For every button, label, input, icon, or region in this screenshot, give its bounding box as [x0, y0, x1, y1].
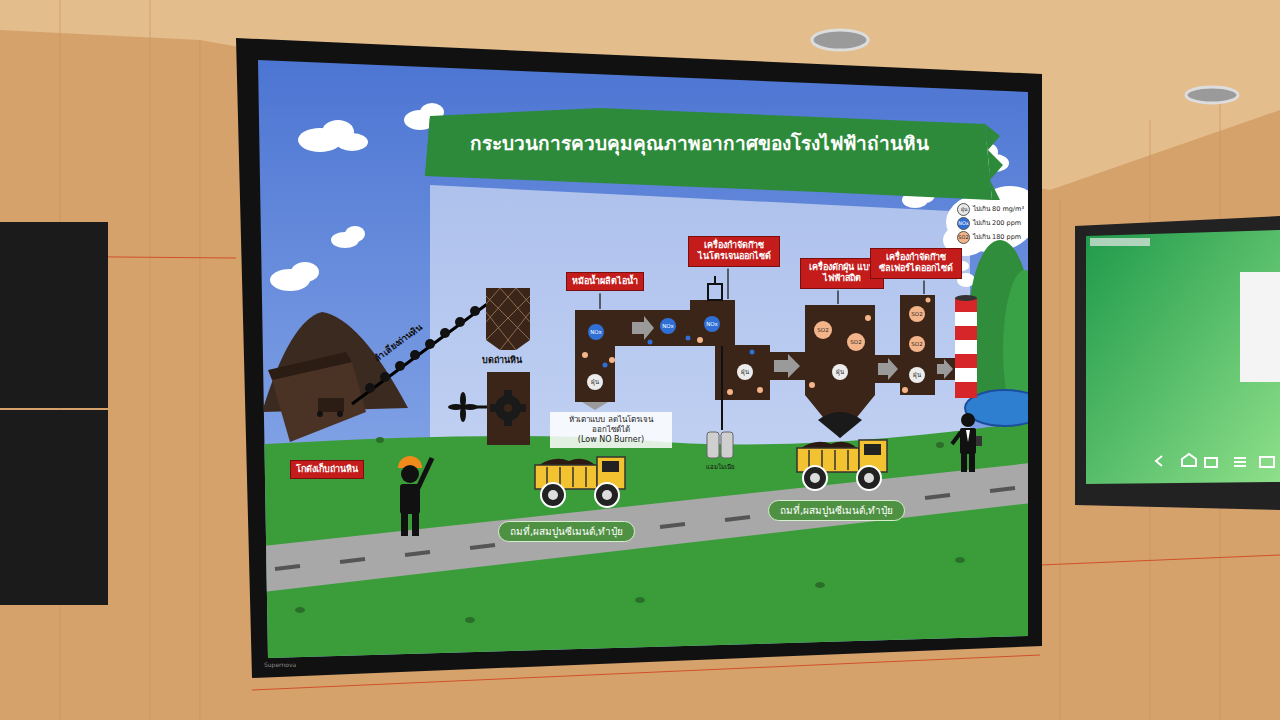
particle-label: NOx	[662, 323, 674, 329]
node-text: (Low NO Burner)	[556, 435, 666, 445]
particle-label: SO2	[850, 339, 861, 345]
node-text: เครื่องกำจัดก๊าซ ซัลเฟอร์ไดออกไซด์	[876, 252, 956, 275]
particle-label: ฝุ่น	[741, 369, 749, 376]
legend-row: ฝุ่น ไม่เกิน 80 mg/m³	[957, 202, 1024, 216]
node-text: เครื่องกำจัดก๊าซ ไนโตรเจนออกไซด์	[694, 240, 774, 263]
node-text: เครื่องดักฝุ่น แบบไฟฟ้าสถิต	[806, 262, 878, 285]
node-text: หัวเตาแบบ ลดไนโตรเจนออกไซด์ได้	[556, 415, 666, 435]
particle-label: NOx	[706, 321, 718, 327]
node-text: ถมที่,ผสมปูนซีเมนต์,ทำปุ๋ย	[510, 525, 623, 538]
callout-box: หม้อน้ำผลิตไอน้ำ	[566, 272, 644, 291]
legend-swatch: NOx	[957, 217, 970, 230]
part-label: บดถ่านหิน	[482, 355, 522, 365]
use-pill: ถมที่,ผสมปูนซีเมนต์,ทำปุ๋ย	[498, 521, 635, 542]
burner-note: หัวเตาแบบ ลดไนโตรเจนออกไซด์ได้(Low NO Bu…	[550, 412, 672, 448]
callout-box: โกดังเก็บถ่านหิน	[290, 460, 364, 479]
legend-row: SO2 ไม่เกิน 180 ppm	[957, 230, 1024, 244]
particle-label: ฝุ่น	[836, 369, 844, 376]
leader-line	[599, 293, 600, 309]
brand-label: Supernova	[264, 662, 296, 669]
node-text: ถมที่,ผสมปูนซีเมนต์,ทำปุ๋ย	[780, 504, 893, 517]
swatch-label: NOx	[958, 220, 969, 226]
legend-row: NOx ไม่เกิน 200 ppm	[957, 216, 1024, 230]
node-text: โกดังเก็บถ่านหิน	[296, 464, 358, 475]
particle-label: ฝุ่น	[591, 379, 599, 386]
callout-box: เครื่องกำจัดก๊าซ ซัลเฟอร์ไดออกไซด์	[870, 248, 962, 279]
node-text: หม้อน้ำผลิตไอน้ำ	[572, 276, 638, 287]
leader-line	[923, 281, 924, 295]
legend-text: ไม่เกิน 200 ppm	[973, 218, 1021, 228]
particle-label: SO2	[911, 311, 922, 317]
leader-line	[837, 291, 838, 305]
legend-swatch: ฝุ่น	[957, 203, 970, 216]
title-text: กระบวนการควบคุมคุณภาพอากาศของโรงไฟฟ้าถ่า…	[470, 132, 929, 155]
swatch-label: ฝุ่น	[961, 205, 967, 213]
particle-label: SO2	[817, 327, 828, 333]
part-label: แอมโมเนีย	[706, 464, 735, 471]
legend-block: ฝุ่น ไม่เกิน 80 mg/m³ NOx ไม่เกิน 200 ppmSO…	[957, 202, 1024, 244]
particle-label: ฝุ่น	[913, 372, 921, 379]
callout-box: เครื่องกำจัดก๊าซ ไนโตรเจนออกไซด์	[688, 236, 780, 267]
particle-label: NOx	[590, 329, 602, 335]
leader-line	[727, 269, 728, 300]
legend-swatch: SO2	[957, 231, 970, 244]
legend-text: ไม่เกิน 180 ppm	[973, 232, 1021, 242]
use-pill: ถมที่,ผสมปูนซีเมนต์,ทำปุ๋ย	[768, 500, 905, 521]
legend-text: ไม่เกิน 80 mg/m³	[973, 204, 1024, 214]
particle-label: SO2	[911, 341, 922, 347]
swatch-label: SO2	[958, 234, 968, 240]
